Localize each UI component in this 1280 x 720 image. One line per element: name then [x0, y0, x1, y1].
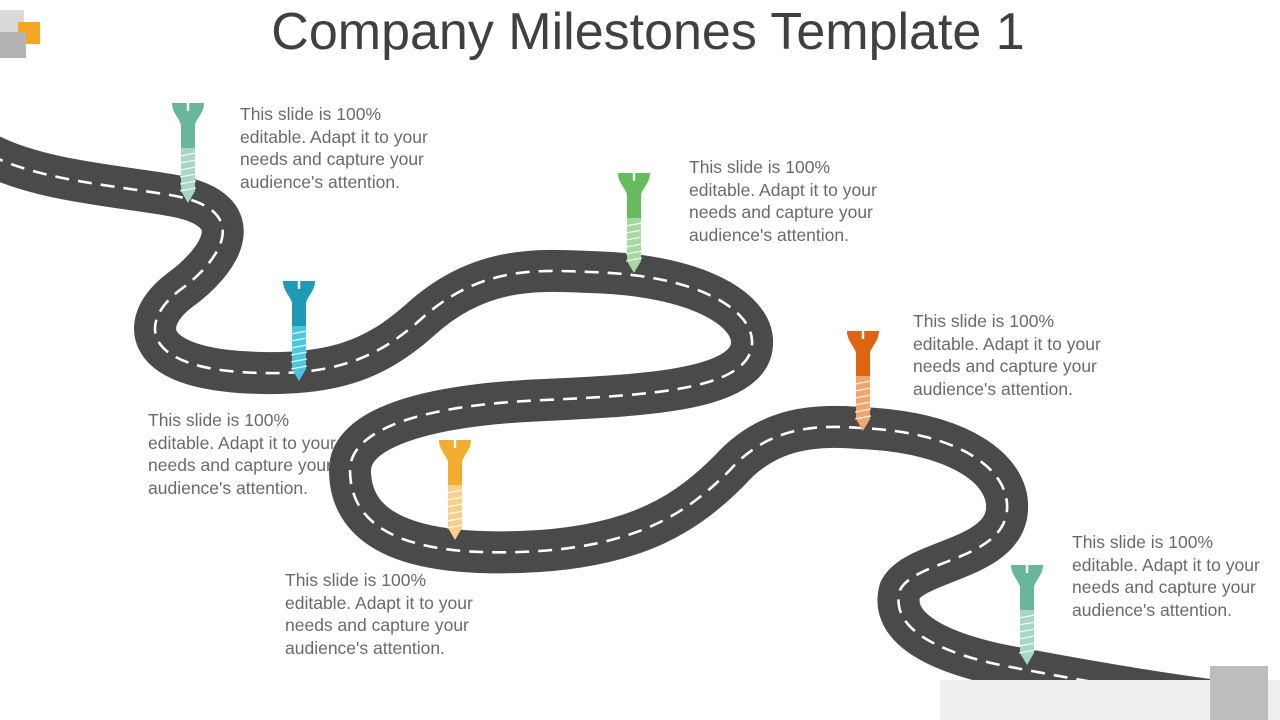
milestone-pin-4	[618, 173, 650, 273]
pin-thread	[290, 337, 308, 342]
pin-shank	[856, 352, 870, 376]
pin-thread	[854, 415, 872, 420]
road-center-dash	[0, 158, 1280, 711]
pin-thread	[854, 394, 872, 399]
pin-thread	[290, 365, 308, 370]
pin-thread	[290, 344, 308, 349]
pin-shank	[181, 124, 195, 148]
pin-thread	[854, 401, 872, 406]
road	[0, 136, 1280, 720]
pin-head	[439, 440, 471, 462]
pin-thread	[446, 517, 464, 522]
pin-thread	[625, 250, 643, 255]
pin-thread	[854, 387, 872, 392]
pin-shank	[1020, 586, 1034, 610]
milestone-pins	[172, 103, 1043, 665]
pin-thread	[290, 351, 308, 356]
pin-thread	[179, 166, 197, 171]
milestone-6-text: This slide is 100% editable. Adapt it to…	[1072, 532, 1260, 620]
pin-thread	[1018, 621, 1036, 626]
pin-thread	[625, 243, 643, 248]
logo-mark	[0, 10, 44, 60]
pin-slot	[632, 173, 636, 181]
pin-thread	[1018, 614, 1036, 619]
pin-thread	[446, 524, 464, 529]
pin-thread	[1018, 628, 1036, 633]
milestone-5-text: This slide is 100% editable. Adapt it to…	[913, 311, 1101, 399]
pin-slot	[297, 281, 301, 289]
pin-thread	[290, 330, 308, 335]
pin-thread	[446, 510, 464, 515]
milestone-1-text: This slide is 100% editable. Adapt it to…	[240, 104, 428, 192]
pin-thread	[854, 408, 872, 413]
pin-slot	[1025, 565, 1029, 573]
pin-thread	[179, 180, 197, 185]
milestone-pin-6	[1011, 565, 1043, 665]
milestone-pin-3	[439, 440, 471, 540]
pin-slot	[453, 440, 457, 448]
pin-thread	[625, 257, 643, 262]
pin-thread	[1018, 635, 1036, 640]
milestone-3-text: This slide is 100% editable. Adapt it to…	[285, 570, 473, 658]
pin-thread	[1018, 649, 1036, 654]
pin-thread	[179, 152, 197, 157]
pin-thread	[179, 173, 197, 178]
pin-slot	[861, 331, 865, 339]
milestone-pin-2	[283, 281, 315, 381]
pin-thread	[625, 236, 643, 241]
pin-head	[1011, 565, 1043, 587]
pin-thread	[290, 358, 308, 363]
milestone-pin-5	[847, 331, 879, 431]
pin-thread	[1018, 642, 1036, 647]
pin-shank	[448, 461, 462, 485]
pin-thread	[625, 222, 643, 227]
milestone-4-text: This slide is 100% editable. Adapt it to…	[689, 157, 877, 245]
pin-thread	[446, 496, 464, 501]
pin-head	[847, 331, 879, 353]
pin-head	[618, 173, 650, 195]
pin-slot	[186, 103, 190, 111]
pin-thread	[446, 489, 464, 494]
pin-shank	[627, 194, 641, 218]
corner-box-dark	[1210, 666, 1268, 720]
pin-shank	[292, 302, 306, 326]
pin-thread	[854, 380, 872, 385]
pin-thread	[179, 187, 197, 192]
milestone-pin-1	[172, 103, 204, 203]
pin-thread	[179, 159, 197, 164]
page-title: Company Milestones Template 1	[271, 3, 1025, 61]
pin-head	[172, 103, 204, 125]
pin-thread	[625, 229, 643, 234]
logo-square-gray-front	[0, 32, 26, 58]
milestone-2-text: This slide is 100% editable. Adapt it to…	[148, 410, 336, 498]
pin-head	[283, 281, 315, 303]
pin-thread	[446, 503, 464, 508]
